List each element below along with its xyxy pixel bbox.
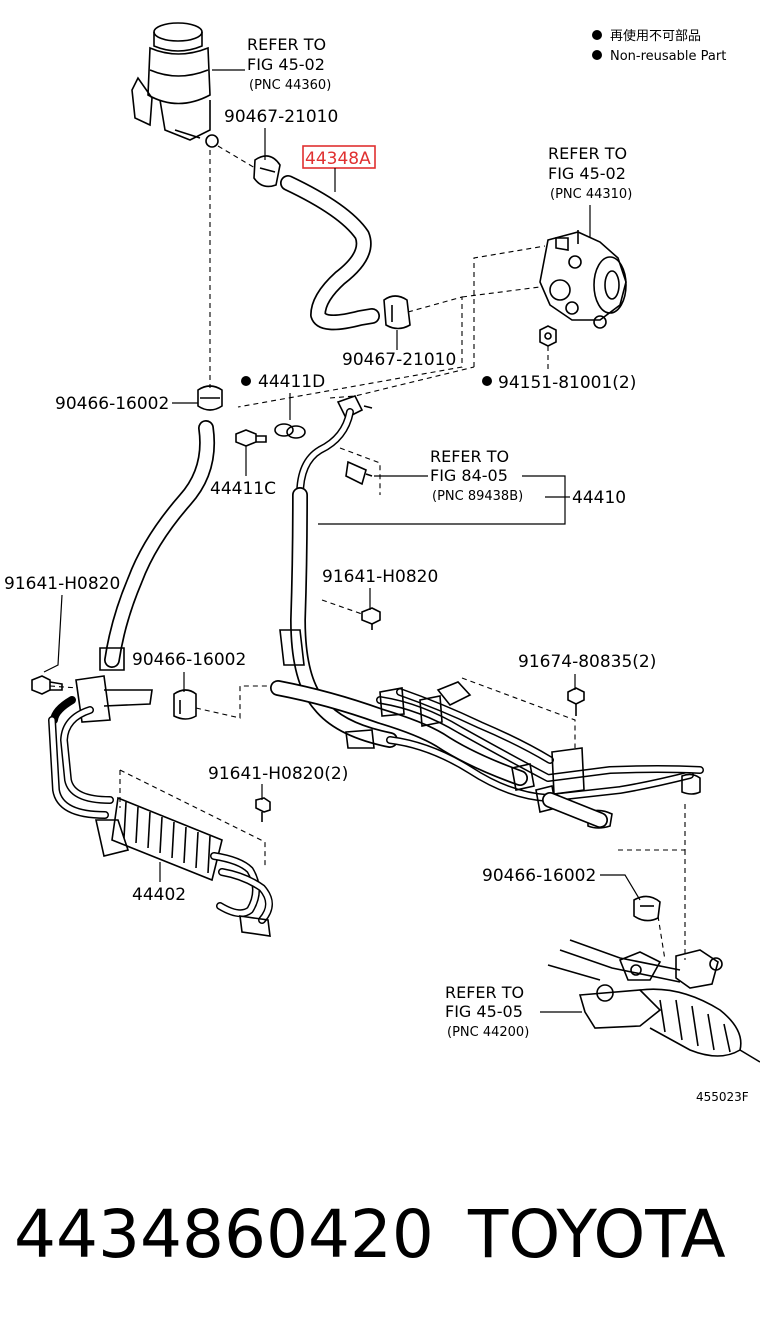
bolt-pair [255, 797, 271, 822]
label-44410: 44410 [572, 488, 626, 508]
nut-94151-81001 [539, 325, 557, 347]
sensor-ref-line1: REFER TO [430, 447, 509, 466]
sensor-ref-pnc: (PNC 89438B) [432, 489, 523, 504]
highlight-box [302, 145, 376, 169]
label-91641-H0820-left: 91641-H0820 [4, 574, 120, 594]
gasket-44411D [274, 423, 306, 439]
hose-clamp-mid-left [173, 689, 197, 720]
bolt-91674-80835 [567, 687, 585, 716]
label-90466-16002-right: 90466-16002 [482, 866, 596, 886]
reservoir-ref-line1: REFER TO [247, 35, 326, 54]
non-reusable-dot-icon [482, 376, 492, 386]
reservoir-ref-line2: FIG 45-02 [247, 55, 325, 74]
gear-ref-line1: REFER TO [445, 983, 524, 1002]
return-hose-left [99, 420, 216, 671]
pump-ref-line1: REFER TO [548, 144, 627, 163]
non-reusable-dot-icon [241, 376, 251, 386]
label-90466-16002-mid: 90466-16002 [132, 650, 246, 670]
pipe-assembly-right [376, 681, 704, 829]
pump-ref-pnc: (PNC 44310) [550, 187, 632, 202]
label-44411C: 44411C [210, 479, 276, 499]
label-90466-16002-top: 90466-16002 [55, 394, 169, 414]
reservoir-ref-pnc: (PNC 44360) [249, 78, 331, 93]
legend-english: Non-reusable Part [610, 49, 726, 64]
hose-clamp-top [253, 155, 281, 188]
oil-cooler-44402 [95, 796, 273, 937]
legend-japanese: 再使用不可部品 [610, 28, 701, 44]
label-90467-21010-mid: 90467-21010 [342, 350, 456, 370]
gear-ref-line2: FIG 45-05 [445, 1002, 523, 1021]
footer-brand: TOYOTA [468, 1196, 726, 1273]
pressure-sensor-drawing [345, 460, 373, 486]
label-44348A-highlighted: 44348A [305, 149, 371, 169]
pressure-line-44410 [279, 395, 398, 749]
hose-clamp-right [633, 895, 661, 922]
label-94151-81001: 94151-81001(2) [498, 373, 636, 393]
pump-ref-line2: FIG 45-02 [548, 164, 626, 183]
label-44411D: 44411D [258, 372, 325, 392]
bolt-mid [361, 607, 381, 630]
steering-gear-drawing [547, 939, 760, 1063]
label-91641-H0820-mid: 91641-H0820 [322, 567, 438, 587]
label-91674-80835: 91674-80835(2) [518, 652, 656, 672]
label-91641-H0820-2: 91641-H0820(2) [208, 764, 348, 784]
label-44402: 44402 [132, 885, 186, 905]
hose-clamp-mid [383, 295, 411, 330]
hose-clamp-upper-left [197, 385, 223, 411]
gear-ref-pnc: (PNC 44200) [447, 1025, 529, 1040]
return-hose-lower [270, 680, 528, 786]
legend-bullet-icon [592, 30, 602, 40]
bolt-left [31, 675, 63, 695]
legend: 再使用不可部品 Non-reusable Part [592, 28, 726, 64]
union-bolt-44411C [235, 429, 267, 447]
footer-part-number: 4434860420 [14, 1196, 434, 1273]
hose-44348A [280, 175, 380, 331]
parts-diagram: 再使用不可部品 Non-reusable Part REFER TO FIG 4… [4, 22, 760, 1104]
power-steering-pump-drawing [539, 230, 627, 329]
left-bracket-fitting [48, 675, 153, 819]
reservoir-tank-drawing [131, 22, 219, 148]
diagram-code: 455023F [696, 1090, 749, 1104]
sensor-ref-line2: FIG 84-05 [430, 466, 508, 485]
label-90467-21010-top: 90467-21010 [224, 107, 338, 127]
legend-bullet-icon [592, 50, 602, 60]
